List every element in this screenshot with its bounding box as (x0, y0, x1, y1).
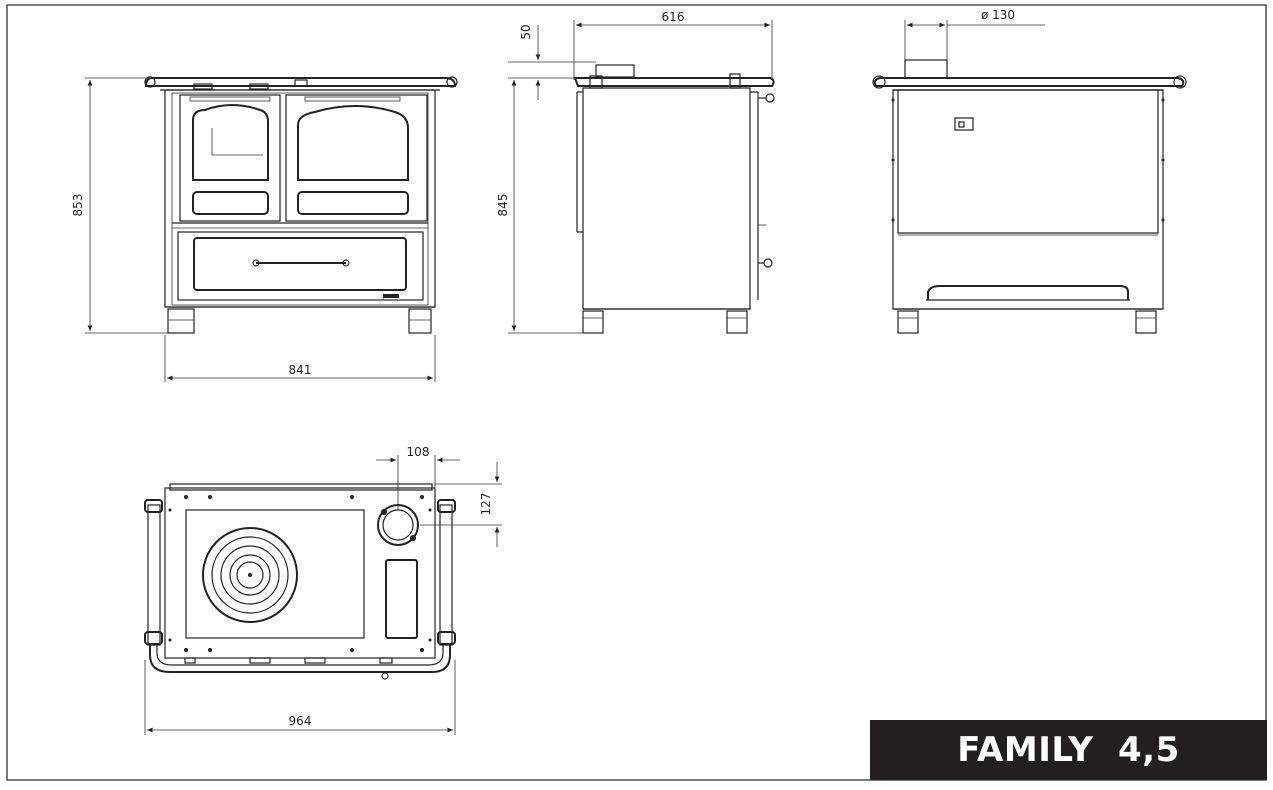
plan-view (144, 483, 456, 680)
side-height-label: 845 (496, 194, 510, 217)
model-title: FAMILY 4,5 (957, 730, 1180, 770)
side-depth-dimension (573, 20, 773, 80)
front-width-dimension (164, 335, 436, 382)
plan-flue-y-label: 127 (479, 493, 493, 516)
plan-flue-x-dimension (376, 455, 460, 510)
side-depth-label: 616 (662, 10, 685, 24)
front-height-dimension (85, 77, 168, 334)
plan-width-label: 964 (289, 714, 312, 728)
title-block: FAMILY 4,5 (870, 720, 1267, 780)
flue-diameter-dimension (904, 20, 1045, 60)
side-height-dimension (508, 80, 583, 334)
side-top-offset-dimension (508, 25, 596, 100)
plan-flue-x-label: 108 (407, 445, 430, 459)
plan-width-dimension (144, 660, 456, 735)
plan-flue-y-dimension (420, 462, 502, 547)
side-top-offset-label: 50 (519, 24, 533, 39)
flue-diameter-label: ø 130 (981, 8, 1015, 22)
side-view (573, 64, 775, 334)
front-width-label: 841 (289, 363, 312, 377)
front-height-label: 853 (71, 194, 85, 217)
rear-view (872, 59, 1187, 334)
front-view (144, 76, 458, 334)
sheet-border (6, 4, 1267, 781)
